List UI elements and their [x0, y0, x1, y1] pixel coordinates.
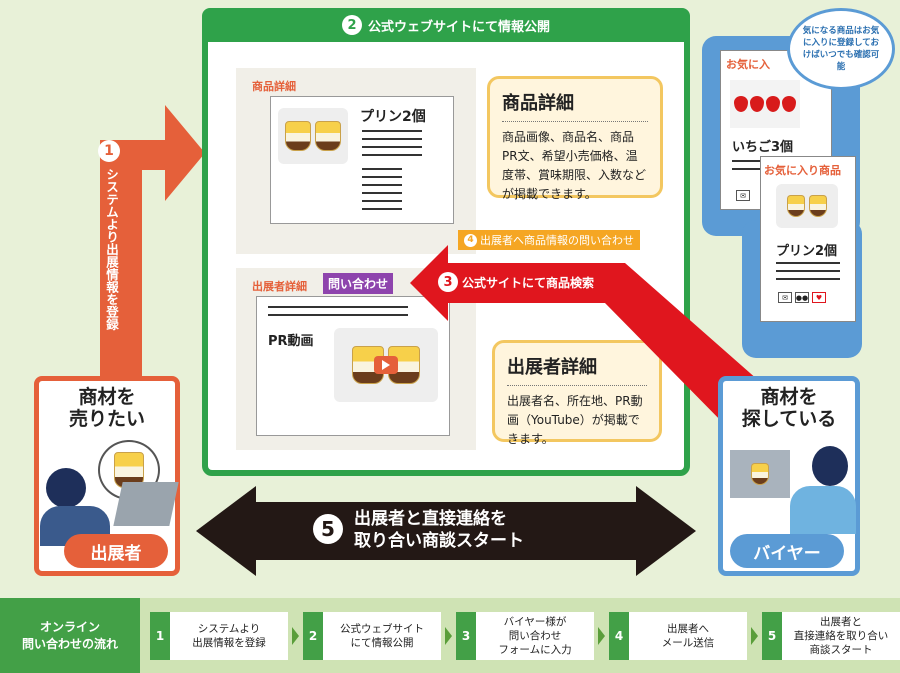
product-bubble-text: 商品画像、商品名、商品PR文、希望小売価格、温度帯、賞味期限、入数などが掲載でき… — [502, 130, 647, 201]
buyer-person-body — [790, 486, 856, 534]
step3-arrow — [410, 245, 775, 430]
product-bubble-title: 商品詳細 — [502, 89, 648, 122]
step3-number: 3 — [438, 272, 458, 292]
favorite-item-front: プリン2個 — [776, 244, 838, 259]
buyer-caption: 商材を 探している — [718, 386, 860, 430]
official-site-title: 公式ウェブサイトにて情報公開 — [367, 19, 550, 35]
favorite-label-front: お気に入り商品 — [764, 164, 841, 177]
flow-step-line: システムより — [197, 623, 261, 635]
laptop-icon — [730, 450, 790, 498]
mail-icon[interactable]: ✉ — [778, 292, 792, 303]
play-icon[interactable] — [374, 356, 398, 374]
chevron-right-icon — [445, 627, 452, 645]
flow-step-line: バイヤー様が — [503, 616, 567, 628]
flow-step-text: 公式ウェブサイトにて情報公開 — [323, 612, 441, 660]
pr-video-label: PR動画 — [268, 334, 314, 349]
pr-video-thumbnail[interactable] — [334, 328, 438, 402]
flow-step-line: メール送信 — [661, 637, 715, 649]
flow-title: オンライン 問い合わせの流れ — [0, 598, 140, 673]
step5-arrow — [196, 486, 696, 576]
product-description-lines — [362, 130, 422, 162]
seller-role-label: 出展者 — [64, 534, 168, 568]
step4-number: 4 — [464, 233, 477, 247]
flow-step-line: にて情報公開 — [350, 637, 414, 649]
exhibitor-bubble-title: 出展者詳細 — [507, 353, 647, 386]
flow-title-line2: 問い合わせの流れ — [21, 636, 118, 651]
heart-icon[interactable]: ♥ — [812, 292, 826, 303]
flow-step-line: 出展情報を登録 — [192, 637, 266, 649]
favorite-back-lines — [732, 160, 772, 176]
step5-line2: 取り合い商談スタート — [354, 531, 524, 551]
exhibitor-info-lines — [268, 306, 408, 322]
favorite-front-lines — [776, 262, 840, 286]
flow-step-line: 商談スタート — [809, 644, 873, 656]
exhibitor-detail-bubble: 出展者詳細 出展者名、所在地、PR動画（YouTube）が掲載できます。 — [492, 340, 662, 446]
step1-number: 1 — [98, 140, 120, 162]
pudding-image-favorite — [776, 184, 838, 228]
flow-step-text: バイヤー様が問い合わせフォームに入力 — [476, 612, 594, 660]
seller-person-head — [46, 468, 86, 508]
pudding-image — [278, 108, 348, 164]
buyer-caption-line1: 商材を — [760, 386, 818, 408]
favorites-cloud-tip: 気になる商品はお気に入りに登録しておけばいつでも確認可能 — [787, 8, 895, 90]
flow-step-text: システムより出展情報を登録 — [170, 612, 288, 660]
exhibitor-detail-label: 出展者詳細 — [252, 280, 307, 293]
flow-step-5: 5 出展者と直接連絡を取り合い商談スタート — [762, 612, 900, 660]
flow-step-number: 2 — [303, 612, 323, 660]
inquiry-button[interactable]: 問い合わせ — [323, 273, 394, 294]
step5-text: 出展者と直接連絡を 取り合い商談スタート — [354, 508, 524, 552]
favorite-item-back: いちご3個 — [732, 140, 794, 155]
step5-line1: 出展者と直接連絡を — [354, 509, 507, 529]
step2-number: 2 — [341, 15, 362, 35]
product-detail-bubble: 商品詳細 商品画像、商品名、商品PR文、希望小売価格、温度帯、賞味期限、入数など… — [487, 76, 663, 201]
step1-arrow — [100, 105, 205, 395]
product-detail-label: 商品詳細 — [252, 80, 296, 93]
seller-caption-line1: 商材を — [78, 386, 136, 408]
flow-step-2: 2 公式ウェブサイトにて情報公開 — [303, 612, 441, 660]
step3-text: 公式サイトにて商品検索 — [462, 276, 595, 290]
exhibitor-bubble-text: 出展者名、所在地、PR動画（YouTube）が掲載できます。 — [507, 394, 643, 446]
buyer-caption-line2: 探している — [741, 408, 837, 430]
official-site-header: 2 公式ウェブサイトにて情報公開 — [202, 8, 690, 42]
step4-label: 4 出展者へ商品情報の問い合わせ — [458, 230, 640, 250]
chevron-right-icon — [292, 627, 299, 645]
flow-step-3: 3 バイヤー様が問い合わせフォームに入力 — [456, 612, 594, 660]
flow-step-line: 問い合わせ — [508, 630, 562, 642]
flow-step-text: 出展者と直接連絡を取り合い商談スタート — [782, 612, 900, 660]
flow-step-line: 出展者へ — [667, 623, 709, 635]
flow-steps: 1 システムより出展情報を登録 2 公式ウェブサイトにて情報公開 3 バイヤー様… — [150, 612, 900, 660]
flow-step-line: 直接連絡を取り合い — [793, 630, 889, 642]
laptop-icon — [113, 482, 179, 526]
people-icon[interactable]: ●● — [795, 292, 809, 303]
flow-title-line1: オンライン — [39, 619, 100, 634]
step1-text: システムより出展情報を登録 — [104, 168, 119, 331]
seller-caption: 商材を 売りたい — [34, 386, 180, 430]
strawberry-image — [730, 80, 800, 128]
flow-step-4: 4 出展者へメール送信 — [609, 612, 747, 660]
buyer-role-label: バイヤー — [730, 534, 844, 568]
seller-caption-line2: 売りたい — [68, 408, 145, 430]
step4-text: 出展者へ商品情報の問い合わせ — [480, 234, 634, 247]
chevron-right-icon — [751, 627, 758, 645]
buyer-person-head — [812, 446, 848, 486]
favorite-label-back: お気に入 — [726, 58, 770, 71]
product-spec-lines — [362, 168, 402, 216]
flow-step-number: 1 — [150, 612, 170, 660]
flow-step-line: フォームに入力 — [498, 644, 572, 656]
flow-step-number: 3 — [456, 612, 476, 660]
flow-step-1: 1 システムより出展情報を登録 — [150, 612, 288, 660]
chevron-right-icon — [598, 627, 605, 645]
step5-number: 5 — [313, 514, 343, 544]
flow-step-line: 出展者と — [820, 616, 862, 628]
flow-step-number: 4 — [609, 612, 629, 660]
mail-icon[interactable]: ✉ — [736, 190, 750, 201]
flow-step-text: 出展者へメール送信 — [629, 612, 747, 660]
product-name: プリン2個 — [360, 109, 426, 125]
flow-step-number: 5 — [762, 612, 782, 660]
flow-step-line: 公式ウェブサイト — [340, 623, 424, 635]
favorite-actions: ✉ ●● ♥ — [778, 292, 829, 303]
